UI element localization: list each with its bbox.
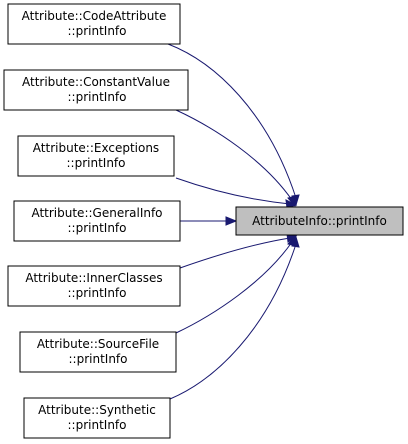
target-node-label: AttributeInfo::printInfo [252, 214, 387, 228]
edge-synthetic [169, 243, 297, 400]
call-edges [167, 43, 300, 400]
caller-node-label-line1: Attribute::SourceFile [37, 337, 159, 351]
caller-node-box [3, 69, 189, 111]
edge-exceptions [175, 177, 291, 205]
caller-node-label-line2: ::printInfo [68, 418, 127, 432]
edge-innerclasses [179, 237, 291, 269]
caller-node-label-line2: ::printInfo [69, 352, 128, 366]
caller-node-innerclasses[interactable]: Attribute::InnerClasses ::printInfo [7, 265, 181, 307]
caller-node-label-line2: ::printInfo [68, 24, 127, 38]
caller-node-synthetic[interactable]: Attribute::Synthetic ::printInfo [23, 397, 171, 439]
caller-node-box [7, 265, 181, 307]
caller-node-box [7, 3, 181, 45]
caller-node-label-line2: ::printInfo [67, 156, 126, 170]
caller-node-constantvalue[interactable]: Attribute::ConstantValue ::printInfo [3, 69, 189, 111]
caller-node-box [23, 397, 171, 439]
caller-node-label-line2: ::printInfo [68, 90, 127, 104]
caller-node-label-line2: ::printInfo [68, 286, 127, 300]
edge-synthetic-arrow-icon [291, 235, 300, 248]
caller-node-sourcefile[interactable]: Attribute::SourceFile ::printInfo [19, 331, 177, 373]
caller-node-codeattribute[interactable]: Attribute::CodeAttribute ::printInfo [7, 3, 181, 45]
caller-node-box [19, 331, 177, 373]
caller-node-exceptions[interactable]: Attribute::Exceptions ::printInfo [17, 135, 175, 177]
caller-node-label-line1: Attribute::ConstantValue [22, 75, 170, 89]
caller-node-box [17, 135, 175, 177]
edge-generalinfo-arrow-icon [225, 216, 238, 226]
caller-node-generalinfo[interactable]: Attribute::GeneralInfo ::printInfo [13, 200, 181, 242]
edge-sourcefile [175, 241, 293, 334]
target-node[interactable]: AttributeInfo::printInfo [235, 206, 404, 236]
caller-node-label-line2: ::printInfo [68, 221, 127, 235]
caller-node-label-line1: Attribute::Synthetic [38, 403, 156, 417]
caller-node-label-line1: Attribute::GeneralInfo [31, 206, 162, 220]
caller-node-label-line1: Attribute::Exceptions [33, 141, 159, 155]
edge-codeattribute [167, 43, 297, 199]
caller-node-label-line1: Attribute::InnerClasses [25, 271, 162, 285]
caller-node-label-line1: Attribute::CodeAttribute [22, 9, 167, 23]
target-node-box [235, 206, 404, 236]
caller-node-box [13, 200, 181, 242]
edge-constantvalue [175, 109, 293, 201]
